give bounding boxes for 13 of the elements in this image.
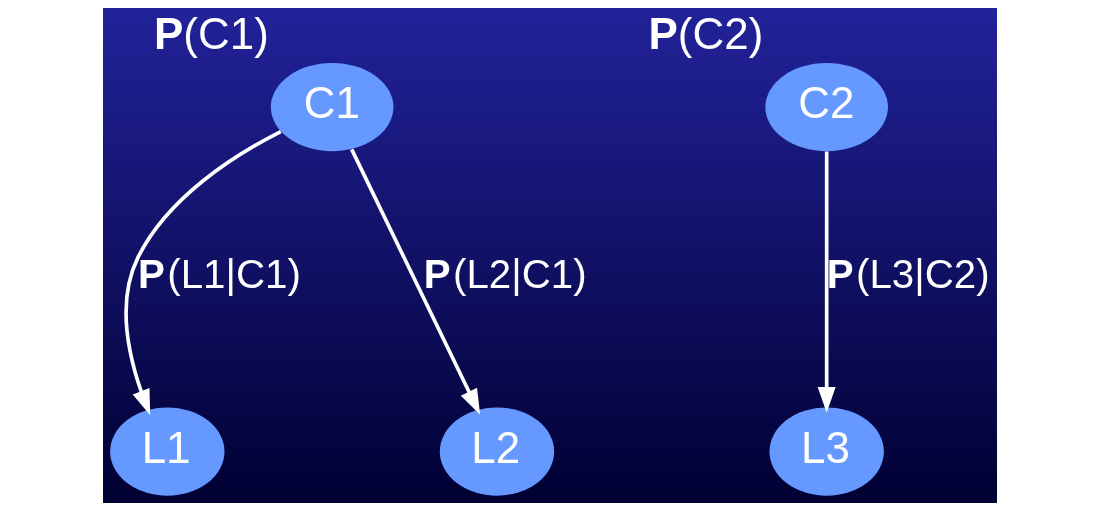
arrow — [123, 129, 282, 416]
edge-label: P(L3|C2) — [826, 251, 990, 297]
edge-label: P(L1|C1) — [137, 251, 301, 297]
node-ellipse: C2 — [764, 63, 888, 152]
node-label: P(C2) — [648, 8, 763, 58]
node-ellipse: C1 — [270, 63, 393, 152]
edge-label: P(L2|C1) — [423, 251, 587, 297]
node-ellipse: L3 — [768, 407, 884, 496]
node-ellipse: L2 — [439, 407, 554, 496]
node-label: P(C1) — [153, 8, 269, 58]
node-ellipse: L1 — [109, 407, 224, 496]
arrow — [817, 151, 836, 413]
arrow — [349, 148, 480, 415]
